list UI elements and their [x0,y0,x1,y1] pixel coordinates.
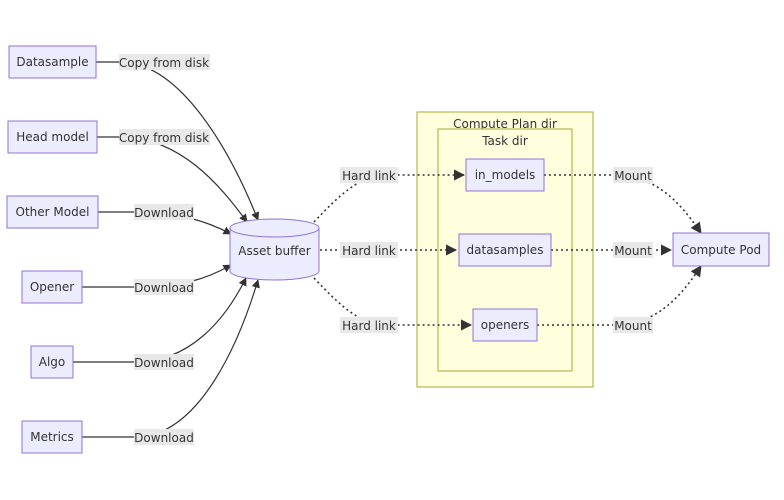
node-algo-label: Algo [39,355,66,369]
edge-label-hard-link-openers: Hard link [342,319,396,333]
node-datasamples: datasamples [458,233,552,267]
edge-label-hard-link-in-models: Hard link [342,169,396,183]
edge-label-head-model: Copy from disk [119,131,209,145]
node-head-model: Head model [7,120,98,154]
node-compute-pod-label: Compute Pod [681,243,761,257]
node-algo: Algo [30,345,74,379]
node-compute-pod: Compute Pod [672,232,770,267]
edge-label-other-model: Download [134,206,194,220]
edge-label-metrics: Download [134,431,194,445]
node-datasamples-label: datasamples [467,243,544,257]
node-opener-label: Opener [30,280,74,294]
node-datasample-label: Datasample [16,55,88,69]
cluster-compute-plan-dir-label: Compute Plan dir [453,117,557,131]
edge-label-mount-openers: Mount [614,319,652,333]
node-openers: openers [472,308,538,342]
node-metrics-label: Metrics [30,430,74,444]
node-head-model-label: Head model [16,130,89,144]
edge-label-datasample: Copy from disk [119,56,209,70]
edge-label-mount-in-models: Mount [614,169,652,183]
edge-label-mount-datasamples: Mount [614,244,652,258]
edge-labels: Copy from disk Copy from disk Download D… [119,54,653,445]
node-in-models: in_models [465,158,545,192]
node-other-model: Other Model [6,195,99,229]
node-metrics: Metrics [21,420,83,454]
node-datasample: Datasample [8,45,97,79]
cluster-task-dir-label: Task dir [481,134,528,148]
node-asset-buffer-label: Asset buffer [238,244,310,258]
node-openers-label: openers [481,318,530,332]
edge-label-hard-link-datasamples: Hard link [342,244,396,258]
edge-label-opener: Download [134,281,194,295]
edge-label-algo: Download [134,356,194,370]
node-in-models-label: in_models [475,168,536,182]
node-asset-buffer: Asset buffer [229,218,320,281]
node-other-model-label: Other Model [16,205,90,219]
node-opener: Opener [21,270,83,304]
